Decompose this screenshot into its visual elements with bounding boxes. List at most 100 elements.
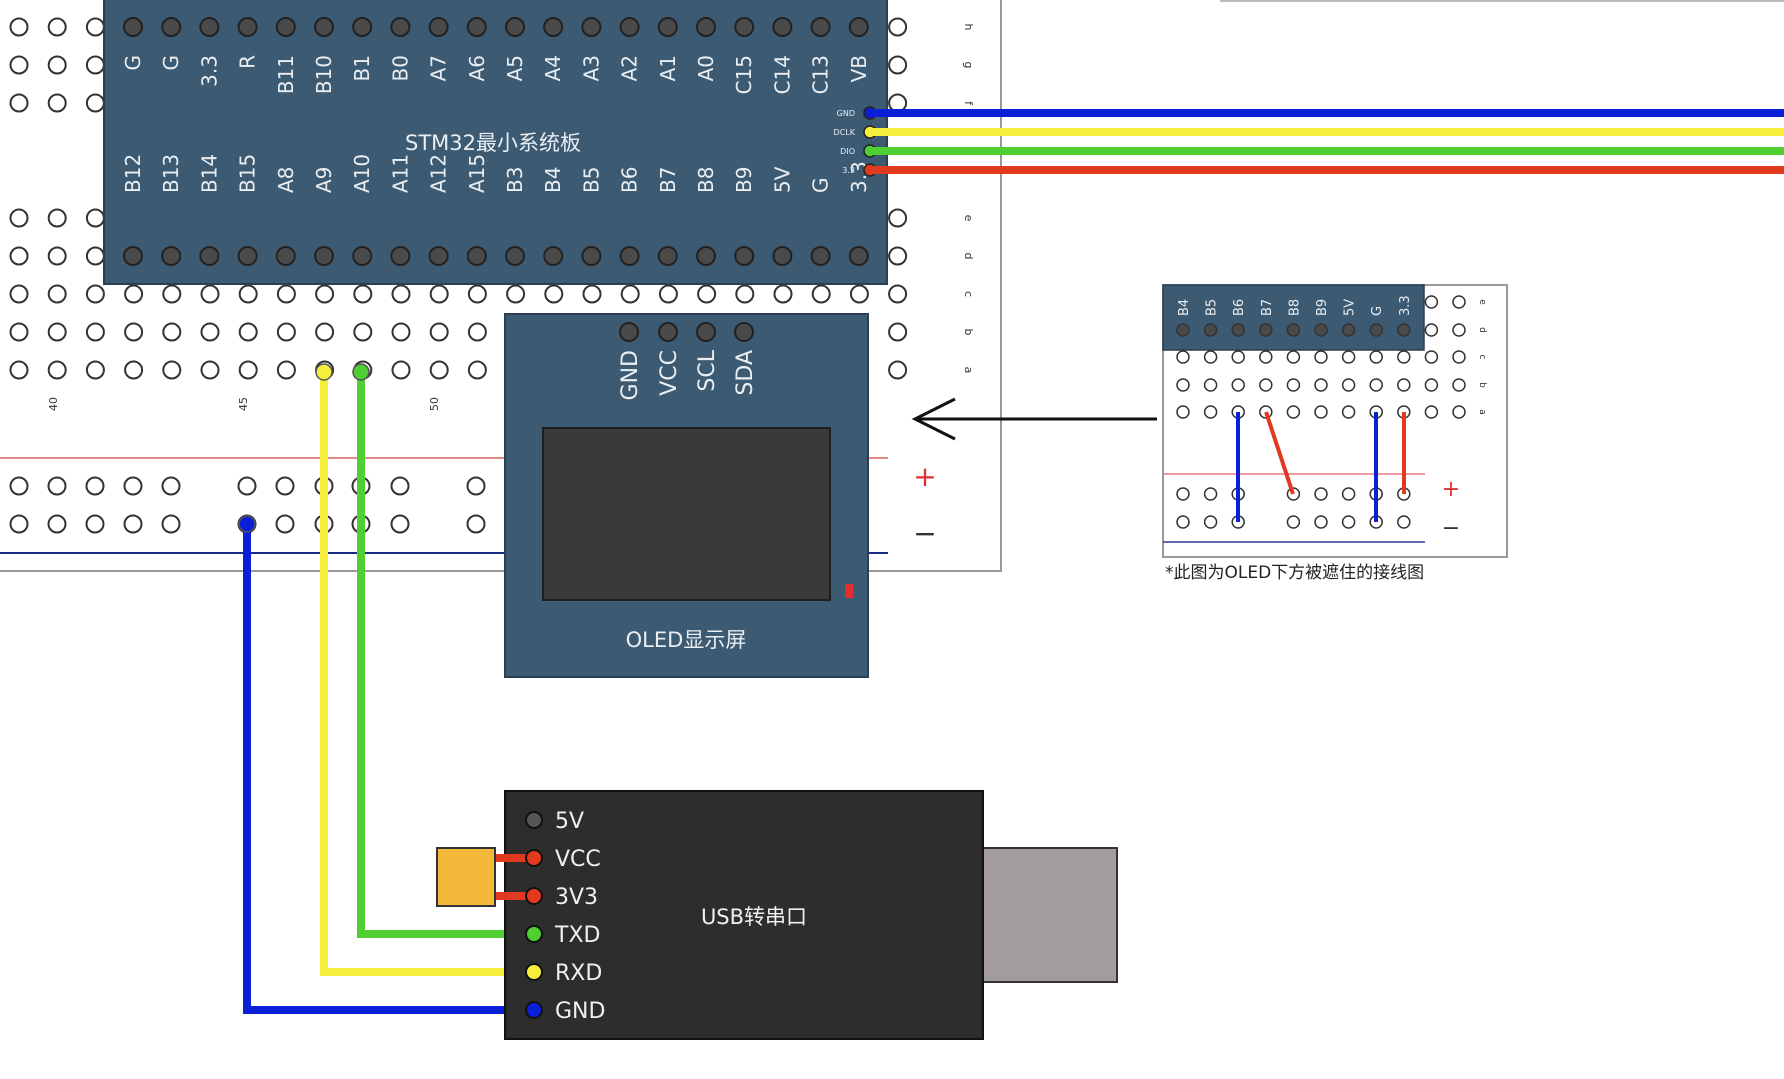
rail-hole xyxy=(466,514,486,534)
breadboard-hole xyxy=(9,284,29,304)
breadboard-hole xyxy=(124,322,144,342)
stm32-pin-label: A12 xyxy=(427,154,451,193)
breadboard-hole xyxy=(47,93,67,113)
stm32-pin xyxy=(161,246,182,266)
rail-hole xyxy=(47,514,67,534)
rail-hole xyxy=(390,514,410,534)
inset-hole xyxy=(1176,378,1190,392)
stm32-pin-label: A2 xyxy=(618,55,642,81)
breadboard-hole xyxy=(888,284,908,304)
breadboard-hole xyxy=(162,322,182,342)
wire-end xyxy=(352,363,370,381)
inset-hole xyxy=(1341,378,1356,392)
wire-end xyxy=(315,363,333,381)
usb-pin xyxy=(525,811,543,829)
stm32-pin-label: B7 xyxy=(656,167,680,193)
inset-hole xyxy=(1397,378,1411,392)
inset-row-letter: d xyxy=(1477,327,1487,333)
oled-pin xyxy=(658,322,678,342)
stm32-pin xyxy=(275,246,296,266)
breadboard-hole xyxy=(85,17,105,37)
column-number: 45 xyxy=(237,397,250,411)
inset-hole xyxy=(1397,350,1411,364)
stm32-pin xyxy=(428,246,449,266)
inset-pin-label: B9 xyxy=(1315,299,1330,316)
inset-pin-label: 5V xyxy=(1343,299,1358,316)
arrow-icon xyxy=(911,397,1157,441)
row-letter: h xyxy=(962,24,975,31)
inset-hole xyxy=(1369,350,1383,364)
stm32-pin-label: C15 xyxy=(732,55,756,94)
breadboard-hole xyxy=(315,284,335,304)
breadboard-hole xyxy=(544,284,564,304)
stm32-pin-label: B3 xyxy=(503,167,527,193)
stm32-pin-label: A9 xyxy=(312,167,336,193)
inset-rail-hole xyxy=(1341,487,1356,501)
inset-rail-hole xyxy=(1314,487,1328,501)
usb-pin-label: 3V3 xyxy=(555,885,598,910)
inset-rail-plus-label: + xyxy=(1442,477,1460,502)
oled-red-marker xyxy=(845,584,853,598)
breadboard-hole xyxy=(888,17,908,37)
usb-serial-module xyxy=(504,790,984,1040)
inset-hole xyxy=(1231,350,1245,364)
oled-pin-label: SDA xyxy=(733,350,758,396)
inset-hole xyxy=(1203,405,1218,419)
stm32-pin xyxy=(352,246,373,266)
stm32-pin xyxy=(237,17,258,37)
stm32-pin xyxy=(696,17,716,37)
stm32-pin xyxy=(199,17,220,37)
inset-pin-label: B4 xyxy=(1177,299,1192,316)
stm32-pin xyxy=(466,17,487,37)
stm32-pin-label: C13 xyxy=(809,55,833,94)
stm32-pin xyxy=(123,17,143,37)
breadboard-hole xyxy=(773,284,793,304)
inset-hole xyxy=(1314,378,1328,392)
inset-board xyxy=(1162,284,1425,351)
inset-wires xyxy=(1236,411,1406,522)
stm32-pin xyxy=(161,17,182,37)
stm32-pin-label: A11 xyxy=(388,154,412,193)
stm32-pin-label: A4 xyxy=(541,55,565,81)
stm32-pin-label: B6 xyxy=(618,167,642,193)
breadboard-hole xyxy=(9,246,29,266)
stm32-pin-label: B9 xyxy=(732,167,756,193)
rail-hole xyxy=(123,514,143,534)
breadboard-hole xyxy=(888,93,908,113)
debug-wires xyxy=(870,109,1784,174)
breadboard-hole xyxy=(162,360,182,380)
inset-hole xyxy=(1424,323,1439,337)
stm32-pin-label: B11 xyxy=(274,55,298,94)
inset-hole xyxy=(1259,350,1273,364)
stm32-pin-label: VB xyxy=(847,55,871,82)
stm32-pin-label: R xyxy=(236,55,260,69)
usb-label: USB转串口 xyxy=(701,905,807,929)
breadboard-hole xyxy=(238,360,258,380)
stm32-pin xyxy=(466,246,487,266)
row-letter: g xyxy=(962,62,975,69)
stm32-pin xyxy=(581,246,602,266)
stm32-pin xyxy=(657,246,678,266)
breadboard-hole xyxy=(391,322,411,342)
breadboard-hole xyxy=(9,322,29,342)
stm32-pin xyxy=(581,17,602,37)
breadboard-hole xyxy=(47,246,67,266)
oled-pin xyxy=(734,322,754,342)
inset-hole xyxy=(1286,405,1301,419)
inset-row-letter: a xyxy=(1477,409,1487,415)
row-letter: b xyxy=(962,329,975,336)
breadboard-hole xyxy=(888,322,908,342)
breadboard-hole xyxy=(276,360,296,380)
row-letter: e xyxy=(962,215,975,222)
breadboard-hole xyxy=(888,246,908,266)
stm32-pin xyxy=(314,17,334,37)
stm32-pin-label: A5 xyxy=(503,55,527,81)
inset-hole xyxy=(1341,405,1356,419)
stm32-pin xyxy=(619,17,640,37)
breadboard-hole xyxy=(85,208,105,228)
stm32-pin xyxy=(123,246,143,266)
inset-hole xyxy=(1286,378,1301,392)
stm32-pin xyxy=(619,246,640,266)
